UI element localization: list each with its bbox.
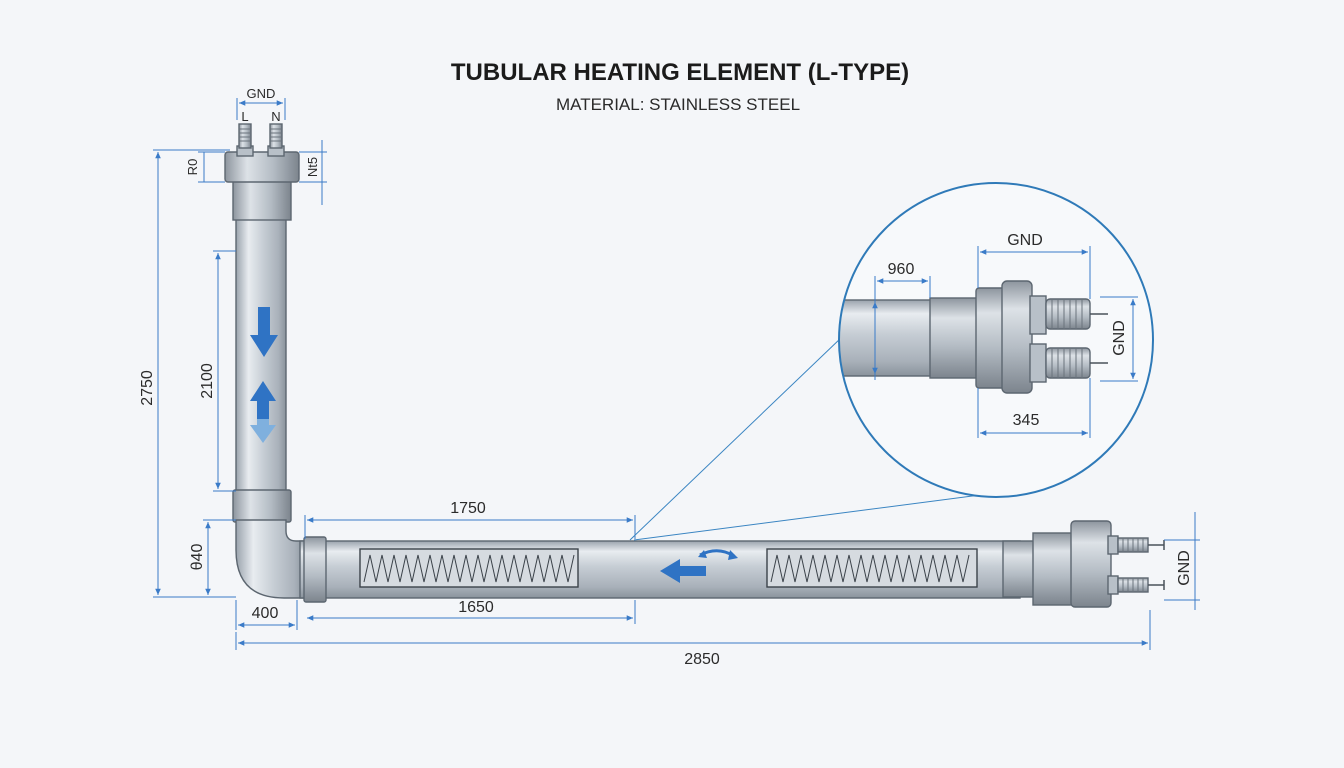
dim-bottom-offset: 400 — [235, 600, 298, 630]
detail-view: GND 960 GND 345 — [838, 182, 1154, 498]
detail-terminal-lower — [1045, 347, 1108, 379]
svg-text:GND: GND — [247, 86, 276, 101]
horizontal-tube-coupling — [303, 536, 327, 603]
detail-terminal-upper — [1045, 298, 1108, 330]
heating-coil-left — [359, 548, 579, 588]
diagram-subtitle: MATERIAL: STAINLESS STEEL — [556, 95, 800, 114]
svg-text:GND: GND — [1111, 320, 1128, 356]
flow-arrow-updown-icon — [250, 381, 276, 443]
svg-text:2100: 2100 — [199, 363, 216, 399]
dim-lower-heated: 1650 — [307, 599, 636, 624]
detail-dim-gnd-top: GND — [977, 232, 1091, 299]
svg-text:θ40: θ40 — [189, 544, 206, 571]
svg-text:GND: GND — [1176, 550, 1193, 586]
right-terminal-upper — [1117, 537, 1165, 553]
flow-arrow-down-icon — [250, 307, 278, 357]
svg-text:1650: 1650 — [458, 599, 494, 616]
dim-overall-length: 2850 — [235, 610, 1151, 668]
heating-coil-right — [766, 548, 978, 588]
svg-text:960: 960 — [888, 261, 915, 278]
svg-text:Nt5: Nt5 — [305, 157, 320, 177]
detail-circle — [838, 182, 1154, 498]
svg-text:1750: 1750 — [450, 500, 486, 517]
right-terminal-lower — [1117, 577, 1165, 593]
detail-leader-lower — [633, 494, 981, 541]
dim-right-gnd: GND — [1164, 512, 1200, 610]
dim-vertical-tube: 2100 — [199, 250, 236, 492]
top-terminal-neutral — [269, 123, 283, 149]
detail-dim-gnd-side: GND — [1100, 296, 1138, 382]
right-terminal-head — [1002, 520, 1165, 608]
terminal-label-live: L — [241, 109, 248, 124]
dim-bend: θ40 — [189, 519, 236, 595]
vertical-tube-coupling — [232, 489, 292, 523]
diagram-title: TUBULAR HEATING ELEMENT (L-TYPE) — [451, 59, 909, 86]
dim-flange-right: Nt5 — [299, 140, 327, 205]
top-terminal-live — [238, 123, 252, 149]
terminal-label-neutral: N — [271, 109, 280, 124]
svg-text:R0: R0 — [185, 159, 200, 176]
detail-dim-length: 345 — [977, 378, 1091, 438]
dim-upper-heated: 1750 — [304, 500, 636, 539]
flow-arrow-left-icon — [660, 559, 706, 583]
elbow-bend — [235, 519, 306, 599]
detail-leader-upper — [629, 336, 843, 541]
dim-top-gnd: GND — [236, 86, 286, 120]
svg-text:2850: 2850 — [684, 651, 720, 668]
svg-text:GND: GND — [1007, 232, 1043, 249]
vertical-tube — [232, 214, 292, 523]
svg-text:345: 345 — [1013, 412, 1040, 429]
detail-dim-diameter: 960 — [872, 261, 931, 380]
svg-text:400: 400 — [252, 605, 279, 622]
flow-arrow-curved-icon — [698, 549, 738, 560]
dim-flange-left: R0 — [185, 151, 225, 183]
svg-text:2750: 2750 — [139, 370, 156, 406]
dim-overall-height: 2750 — [139, 149, 236, 598]
top-terminal-head: L N — [224, 109, 300, 221]
